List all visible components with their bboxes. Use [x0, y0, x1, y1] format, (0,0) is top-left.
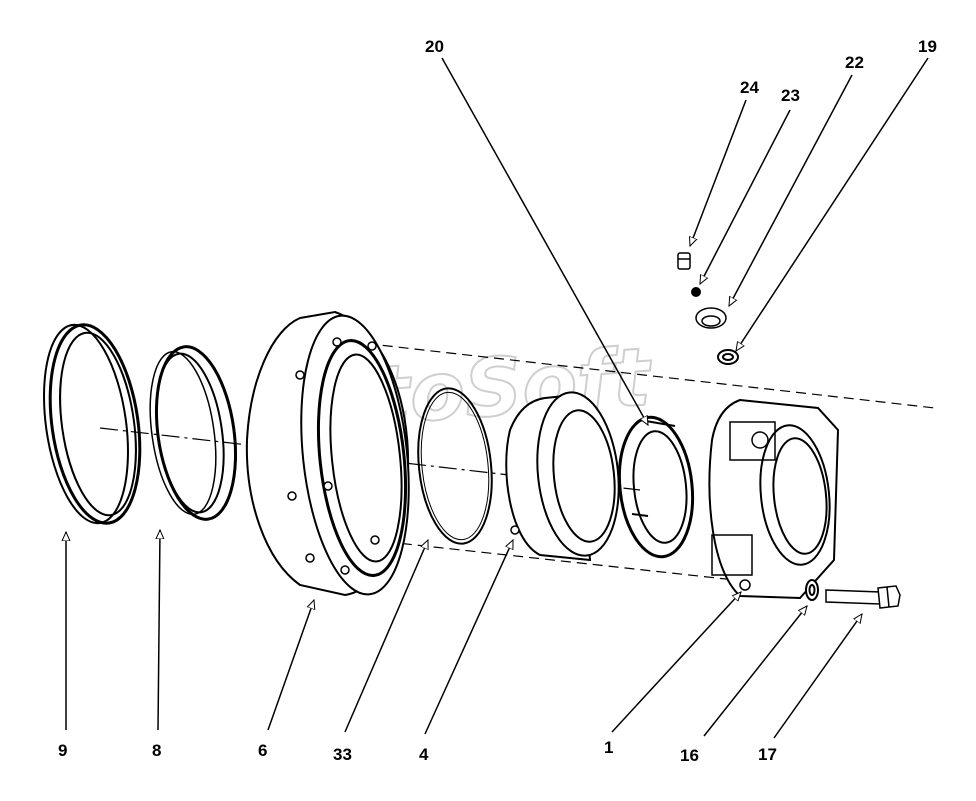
part-22-cap: [695, 307, 727, 329]
callout-23: 23: [781, 86, 800, 105]
part-24-set-screw: [677, 252, 691, 270]
part-6-flanged-housing: [245, 310, 410, 597]
callout-20: 20: [425, 37, 444, 56]
callout-22: 22: [845, 53, 864, 72]
part-17-bolt: [825, 585, 901, 609]
part-8-bearing-cup: [149, 345, 238, 521]
callout-16: 16: [680, 746, 699, 765]
part-20-split-ring: [617, 415, 695, 559]
callout-8: 8: [152, 741, 161, 760]
part-16-washer: [805, 579, 819, 601]
callout-33: 33: [333, 745, 352, 764]
callout-24: 24: [740, 78, 759, 97]
callout-19: 19: [918, 37, 937, 56]
callout-9: 9: [58, 741, 67, 760]
leader-lines: [66, 57, 929, 739]
part-33-o-ring: [417, 387, 493, 545]
callout-1: 1: [604, 738, 613, 757]
callout-17: 17: [758, 745, 777, 764]
part-4-bushing: [505, 391, 620, 562]
part-23-ball: [691, 287, 701, 297]
part-19-small-ring: [717, 349, 739, 365]
part-9-ring: [43, 323, 142, 525]
callout-6: 6: [258, 741, 267, 760]
callout-labels: 9 8 6 33 4 1 16 17 20 24 23 22 19: [58, 37, 937, 765]
part-1-housing-block: [708, 398, 840, 600]
callout-4: 4: [419, 745, 429, 764]
